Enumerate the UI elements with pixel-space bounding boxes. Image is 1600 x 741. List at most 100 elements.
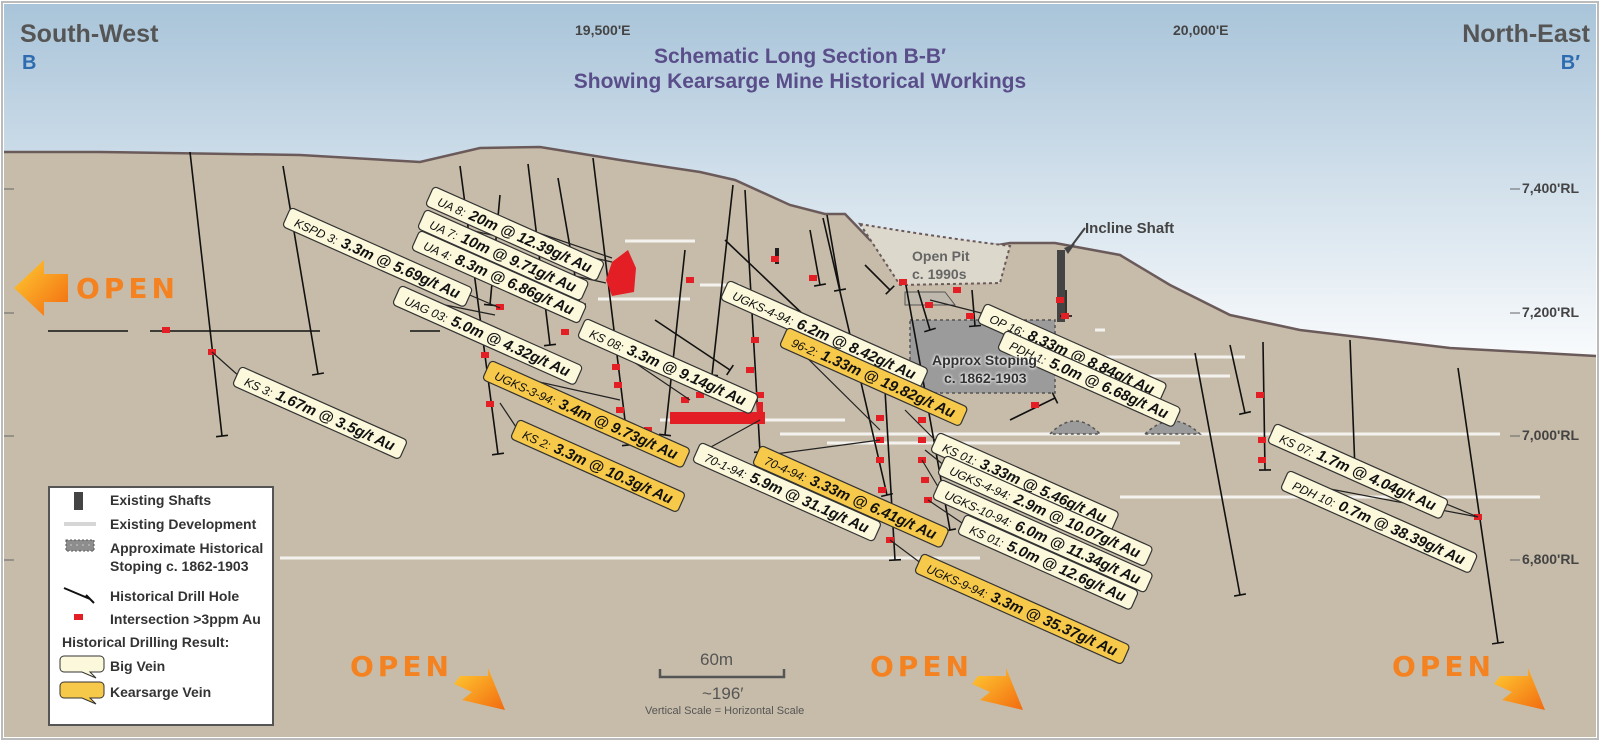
drill-hole-end — [543, 343, 557, 347]
callout-box — [482, 360, 690, 468]
callout-box — [510, 419, 685, 512]
title-line-2: Showing Kearsarge Mine Historical Workin… — [573, 70, 1027, 93]
intersection-mark — [918, 437, 926, 443]
incline-shaft-label: Incline Shaft — [1085, 220, 1175, 237]
rl-label: 7,400'RL — [1522, 180, 1580, 196]
intersection-mark — [681, 397, 689, 403]
rl-label: 7,000'RL — [1522, 427, 1580, 443]
intersection-mark — [1258, 457, 1266, 463]
drill-hole — [711, 184, 734, 376]
drill-hole-end — [1233, 593, 1247, 597]
callout-leader — [929, 299, 986, 315]
title-line-1: Schematic Long Section B-B′ — [653, 45, 947, 68]
callout-box — [937, 455, 1153, 566]
intersection-mark — [809, 275, 817, 281]
callout-box — [957, 514, 1139, 610]
drill-hole — [883, 372, 896, 561]
intersection-mark — [966, 313, 974, 319]
drill-hole-end — [924, 327, 936, 333]
drill-hole-end — [888, 558, 902, 562]
open-pit — [857, 222, 1012, 287]
drill-hole — [664, 249, 686, 436]
drill-hole — [1194, 352, 1241, 596]
big-vein-symbol — [59, 655, 105, 679]
legend-label: Historical Drill Hole — [110, 588, 240, 604]
callout-box — [232, 366, 407, 459]
legend-label: Kearsarge Vein — [110, 684, 212, 700]
callout-box — [932, 479, 1153, 593]
legend-label: Intersection >3ppm Au — [110, 611, 261, 627]
north-east-label: North-East — [1462, 20, 1590, 48]
drill-hole — [282, 165, 319, 375]
intersection-mark — [1031, 402, 1039, 408]
drill-hole — [809, 229, 821, 286]
intersection-mark — [1256, 392, 1264, 398]
drill-hole — [1009, 397, 1056, 421]
stoping-label: Approx Stoping — [932, 352, 1037, 368]
drill-hole — [189, 151, 223, 437]
callout-box — [1267, 423, 1449, 519]
intersection-mark — [756, 392, 764, 398]
drill-hole-end — [1491, 641, 1505, 645]
stoping-symbol — [65, 539, 95, 552]
intersection-mark — [751, 337, 759, 343]
ground-surface-line — [4, 145, 1597, 358]
drill-hole — [826, 214, 841, 291]
intersection-mark — [496, 304, 504, 310]
drill-hole — [1262, 341, 1266, 471]
drill-hole-end — [968, 324, 982, 328]
intersection-mark — [925, 302, 933, 308]
intersection-mark — [486, 401, 494, 407]
rl-label: 7,200'RL — [1522, 304, 1580, 320]
ore-body — [606, 250, 636, 296]
intersection-mark — [899, 279, 907, 285]
open-arrow-down — [454, 668, 505, 710]
callout-box — [392, 285, 583, 385]
intersection-mark — [876, 415, 884, 421]
callout-leader — [921, 459, 941, 491]
open-pit-date: c. 1990s — [912, 266, 967, 282]
open-label-bottom-left: OPEN — [350, 650, 453, 683]
drill-hole-symbol — [63, 587, 95, 604]
callout-leader — [904, 409, 939, 444]
legend: Existing Shafts Existing Development App… — [48, 486, 274, 726]
open-label-bottom-right: OPEN — [1392, 650, 1495, 683]
drill-hole-end — [885, 285, 895, 295]
drill-hole — [1457, 367, 1499, 644]
intersection-symbol — [74, 614, 83, 620]
south-west-label: South-West — [20, 20, 159, 48]
open-arrow-down — [1494, 668, 1545, 710]
callout-box — [411, 230, 587, 324]
drill-hole-end — [311, 372, 325, 376]
scale-note: Vertical Scale = Horizontal Scale — [645, 705, 805, 717]
legend-label: Existing Shafts — [110, 492, 212, 508]
rl-label: 6,800'RL — [1522, 551, 1580, 567]
intersection-mark — [1061, 313, 1069, 319]
drill-hole — [917, 289, 931, 331]
intersection-mark — [876, 457, 884, 463]
ore-body — [670, 412, 765, 424]
open-arrow-down — [972, 668, 1023, 710]
b-point-label: B — [22, 52, 37, 74]
callout-box — [425, 186, 604, 281]
intersection-mark — [921, 477, 929, 483]
drill-holes — [48, 151, 1505, 645]
drill-hole-end — [491, 452, 505, 456]
easting-label: 19,500'E — [575, 22, 631, 38]
legend-symbols — [59, 492, 105, 705]
rl-ticks — [4, 188, 1520, 561]
intersection-mark — [878, 487, 886, 493]
drill-hole-end — [726, 364, 734, 376]
callout-leader — [211, 351, 241, 378]
intersection-mark — [918, 417, 926, 423]
incline-shaft-pointer — [1069, 227, 1086, 249]
open-pit-label: Open Pit — [912, 248, 970, 264]
drill-hole-end — [1051, 392, 1059, 404]
shaft-symbol — [74, 492, 83, 510]
callout-box — [752, 445, 949, 548]
open-label-west: OPEN — [76, 272, 179, 305]
drill-hole-end — [1238, 410, 1252, 416]
callout-box — [577, 318, 759, 414]
